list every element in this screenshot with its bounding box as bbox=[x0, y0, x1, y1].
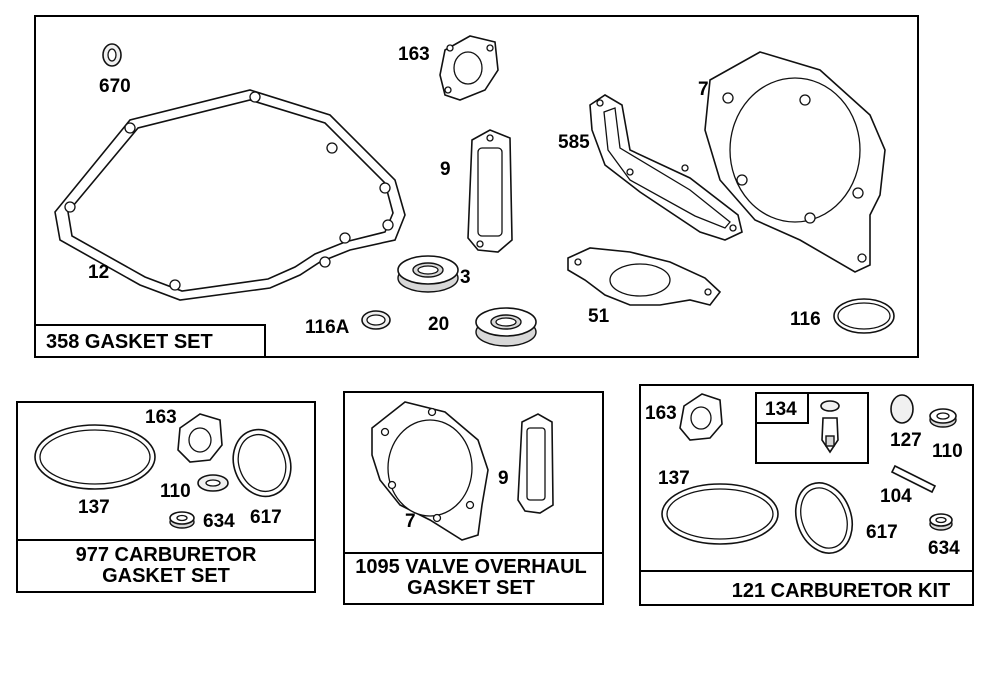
part-7-head-gasket bbox=[704, 51, 886, 273]
panel-frame bbox=[343, 391, 604, 605]
part-617-o-ring bbox=[794, 482, 854, 554]
label-127: 127 bbox=[890, 430, 922, 451]
label-110: 110 bbox=[932, 441, 963, 462]
part-163-gasket bbox=[439, 35, 499, 101]
label-9: 9 bbox=[498, 468, 509, 489]
inset-134-label-box bbox=[755, 392, 809, 424]
label-137: 137 bbox=[78, 497, 110, 518]
label-670: 670 bbox=[99, 76, 131, 97]
label-116A: 116A bbox=[305, 317, 350, 338]
part-163-gasket bbox=[177, 413, 223, 463]
part-116-o-ring bbox=[833, 298, 895, 334]
label-617: 617 bbox=[866, 522, 898, 543]
label-134: 134 bbox=[765, 399, 797, 420]
part-670-seal bbox=[102, 43, 122, 67]
panel-frame bbox=[16, 401, 316, 593]
panel-121-carburetor-kit: 121 CARBURETOR KIT 134 163 127 110 bbox=[639, 384, 974, 606]
panel-title-box bbox=[34, 324, 266, 358]
label-585: 585 bbox=[558, 132, 590, 153]
part-7-head-gasket bbox=[371, 401, 489, 541]
panel-title-line1: 977 CARBURETOR bbox=[76, 544, 257, 566]
panel-977-carburetor-gasket-set: 977 CARBURETOR GASKET SET 137 163 617 11… bbox=[16, 401, 316, 593]
label-7: 7 bbox=[405, 511, 416, 532]
label-7: 7 bbox=[698, 79, 709, 100]
panel-title: 358 GASKET SET bbox=[46, 331, 213, 353]
part-137-o-ring bbox=[34, 424, 156, 490]
part-9-valve-cover-gasket bbox=[517, 413, 554, 514]
label-137: 137 bbox=[658, 468, 690, 489]
part-634-seal bbox=[929, 513, 953, 531]
label-12: 12 bbox=[88, 262, 109, 283]
part-127-plug bbox=[890, 394, 914, 424]
panel-358-gasket-set: 358 GASKET SET 670 12 bbox=[34, 15, 919, 358]
label-116: 116 bbox=[790, 309, 821, 330]
panel-title-line1: 1095 VALVE OVERHAUL bbox=[355, 556, 587, 578]
part-617-o-ring bbox=[232, 428, 292, 498]
panel-frame bbox=[639, 384, 974, 606]
panel-title-line2: GASKET SET bbox=[407, 577, 535, 599]
label-104: 104 bbox=[880, 486, 912, 507]
part-116A-ring bbox=[361, 310, 391, 330]
label-110: 110 bbox=[160, 481, 191, 502]
part-634-seal bbox=[169, 511, 195, 529]
label-51: 51 bbox=[588, 306, 610, 327]
label-634: 634 bbox=[203, 511, 235, 532]
label-634: 634 bbox=[928, 538, 960, 559]
label-20: 20 bbox=[428, 314, 449, 335]
part-585-intake-gasket bbox=[589, 94, 743, 241]
label-9: 9 bbox=[440, 159, 451, 180]
inset-134-box bbox=[755, 392, 869, 464]
panel-title: 121 CARBURETOR KIT bbox=[732, 580, 951, 602]
part-110-washer bbox=[197, 474, 229, 492]
part-3-oil-seal bbox=[397, 255, 459, 293]
part-51-exhaust-gasket bbox=[567, 247, 722, 306]
label-163: 163 bbox=[398, 44, 430, 65]
part-9-valve-cover-gasket bbox=[467, 129, 513, 253]
label-3: 3 bbox=[460, 267, 471, 288]
panel-title-line2: GASKET SET bbox=[102, 565, 230, 587]
label-163: 163 bbox=[145, 407, 177, 428]
part-12-crankcase-gasket bbox=[54, 89, 406, 301]
panel-frame bbox=[34, 15, 919, 358]
panel-1095-valve-overhaul-gasket-set: 1095 VALVE OVERHAUL GASKET SET 7 9 bbox=[343, 391, 604, 605]
part-104-pin bbox=[890, 464, 937, 494]
part-20-seal bbox=[475, 307, 537, 347]
label-163: 163 bbox=[645, 403, 677, 424]
label-617: 617 bbox=[250, 507, 282, 528]
part-163-gasket bbox=[679, 393, 723, 441]
part-110-washer bbox=[929, 408, 957, 428]
part-137-o-ring bbox=[661, 483, 779, 545]
part-134-inlet-needle bbox=[820, 400, 840, 454]
